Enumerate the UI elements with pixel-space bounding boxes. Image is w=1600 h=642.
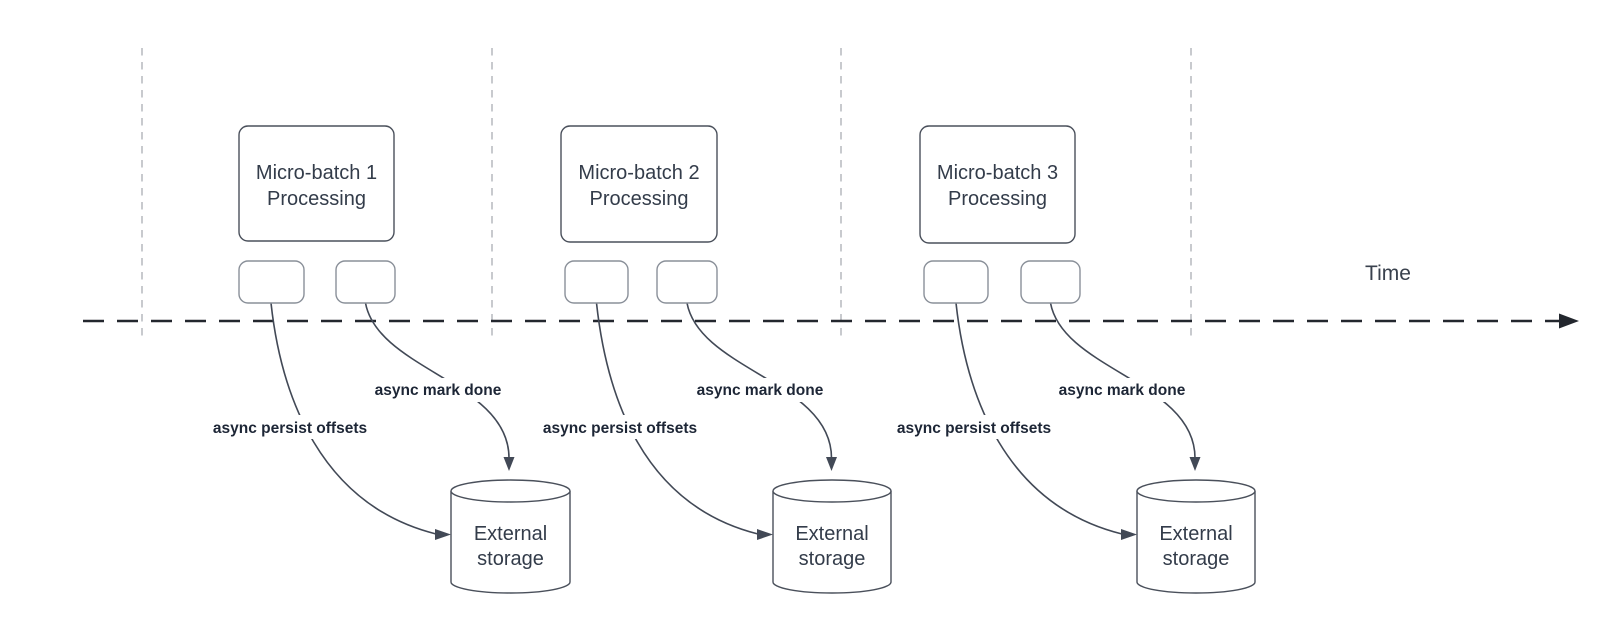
- async-persist-offsets-label-bg: [532, 415, 708, 439]
- async-mark-done-label: async mark done: [1059, 382, 1186, 399]
- processing-box: [560, 125, 718, 243]
- persist-offsets-source-box: [238, 260, 305, 304]
- async-persist-offsets-label-bg: [886, 415, 1062, 439]
- async-mark-done-label-bg: [366, 378, 510, 402]
- mark-done-source-box: [335, 260, 396, 304]
- external-storage-label-line2: storage: [477, 548, 544, 570]
- async-persist-offsets-arrowhead-icon: [435, 529, 451, 540]
- external-storage-cylinder: [1136, 479, 1256, 594]
- async-persist-offsets-label: async persist offsets: [213, 420, 367, 437]
- time-axis-label: Time: [1365, 262, 1411, 285]
- processing-box-label-line1: Micro-batch 2: [578, 162, 699, 184]
- async-mark-done-arrowhead-icon: [503, 457, 515, 471]
- async-persist-offsets-arrow: [595, 302, 759, 535]
- persist-offsets-source-box: [564, 260, 629, 304]
- external-storage-cylinder-rim: [772, 490, 892, 503]
- async-persist-offsets-arrow: [955, 302, 1123, 535]
- processing-box-label-line2: Processing: [590, 188, 689, 210]
- processing-box-label-line1: Micro-batch 1: [256, 162, 377, 184]
- mark-done-source-box: [1020, 260, 1081, 304]
- external-storage-cylinder: [450, 479, 571, 594]
- processing-box-label-line2: Processing: [267, 188, 366, 210]
- external-storage-label-line1: External: [474, 523, 547, 545]
- async-persist-offsets-arrow: [270, 302, 437, 535]
- external-storage-label-line2: storage: [799, 548, 866, 570]
- async-mark-done-label-bg: [688, 378, 832, 402]
- async-mark-done-arrow: [364, 302, 510, 459]
- processing-box: [238, 125, 395, 242]
- external-storage-label-line2: storage: [1163, 548, 1230, 570]
- external-storage-label-line1: External: [795, 523, 868, 545]
- processing-box-label-line1: Micro-batch 3: [937, 162, 1058, 184]
- async-mark-done-label: async mark done: [697, 382, 824, 399]
- processing-box-label-line2: Processing: [948, 188, 1047, 210]
- mark-done-source-box: [656, 260, 718, 304]
- persist-offsets-source-box: [923, 260, 989, 304]
- micro-batch-group-2: async persist offsets async mark done Mi…: [532, 125, 892, 594]
- async-mark-done-arrowhead-icon: [1189, 457, 1201, 471]
- async-mark-done-arrowhead-icon: [826, 457, 837, 471]
- external-storage-cylinder-rim: [450, 490, 571, 503]
- async-mark-done-label-bg: [1050, 378, 1194, 402]
- async-mark-done-arrow: [686, 302, 833, 459]
- micro-batch-group-3: async persist offsets async mark done Mi…: [886, 125, 1256, 594]
- async-mark-done-label: async mark done: [375, 382, 502, 399]
- external-storage-cylinder: [772, 479, 892, 594]
- async-persist-offsets-label-bg: [202, 415, 378, 439]
- time-axis-arrowhead-icon: [1559, 313, 1579, 329]
- async-mark-done-arrow: [1049, 302, 1196, 459]
- async-persist-offsets-label: async persist offsets: [897, 420, 1051, 437]
- micro-batch-group-1: async persist offsets async mark done Mi…: [202, 125, 571, 594]
- async-persist-offsets-arrowhead-icon: [757, 529, 773, 540]
- external-storage-label-line1: External: [1159, 523, 1232, 545]
- async-persist-offsets-label: async persist offsets: [543, 420, 697, 437]
- async-persist-offsets-arrowhead-icon: [1121, 529, 1137, 540]
- external-storage-cylinder-rim: [1136, 490, 1256, 503]
- processing-box: [919, 125, 1076, 244]
